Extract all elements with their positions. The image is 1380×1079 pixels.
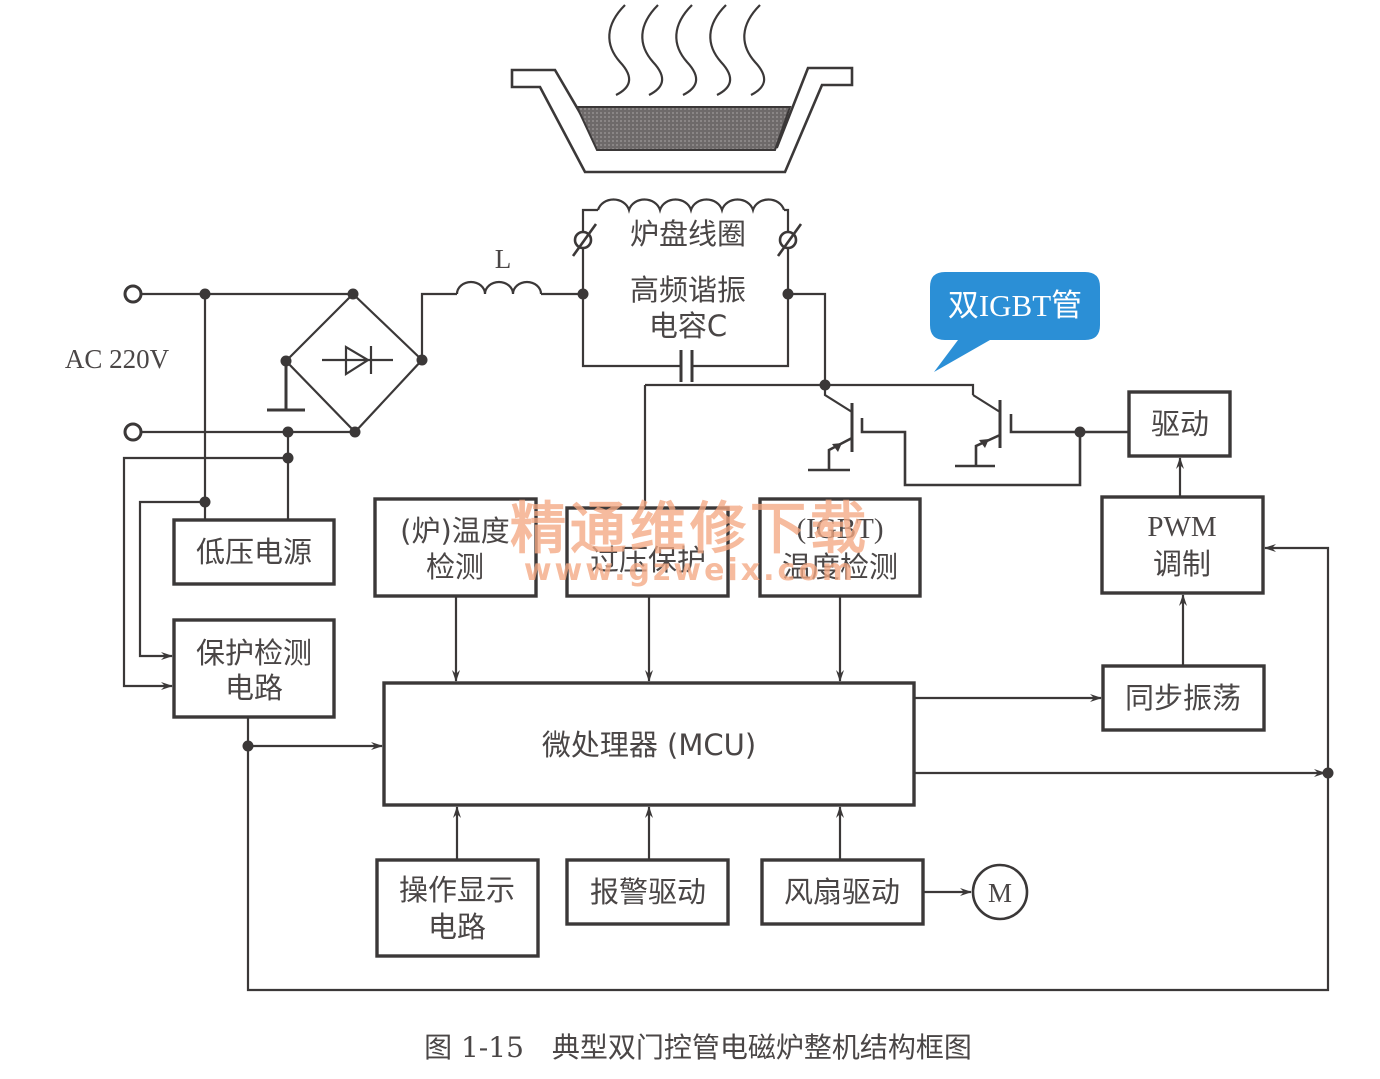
svg-text:温度检测: 温度检测 [782,550,898,584]
resonant-cap-label-2: 电容C [649,309,727,343]
svg-text:驱动: 驱动 [1151,407,1209,441]
coil-label: 炉盘线圈 [630,217,746,251]
resonant-tank: 炉盘线圈 高频谐振 电容C [571,198,803,382]
left-wiring [122,288,1330,992]
block-alarm-driver: 报警驱动 [565,858,730,926]
signal-arrows [452,457,1334,896]
svg-text:电路: 电路 [428,910,486,944]
block-igbt-temp-detect: (IGBT) 温度检测 [758,497,922,598]
svg-text:(炉)温度: (炉)温度 [400,514,510,548]
block-protection-detect: 保护检测 电路 [172,618,336,719]
block-overvoltage-protect: 过压保护 [565,506,730,598]
watermark-title: 精通维修下载 [510,497,870,562]
svg-text:PWM: PWM [1147,511,1216,543]
block-mcu: 微处理器 (MCU) [382,681,916,807]
pot-icon [510,66,854,174]
ac-terminal-bottom [123,422,143,442]
block-driver: 驱动 [1127,390,1232,458]
svg-text:报警驱动: 报警驱动 [590,875,706,909]
svg-text:同步振荡: 同步振荡 [1125,681,1241,715]
svg-text:微处理器 (MCU): 微处理器 (MCU) [542,728,756,762]
ac-input: AC 220V [65,284,355,442]
capacitor-icon [679,350,694,382]
ac-terminal-top [123,284,143,304]
resonant-cap-label-1: 高频谐振 [630,273,746,307]
svg-text:过压保护: 过压保护 [590,543,706,577]
motor-icon: M [971,863,1029,921]
block-sync-oscillator: 同步振荡 [1101,664,1266,732]
svg-text:风扇驱动: 风扇驱动 [784,875,900,909]
bridge-rectifier [267,288,428,438]
coil-terminal-right [776,223,803,257]
inductor-l: L [420,244,583,360]
block-pwm: PWM 调制 [1100,495,1265,595]
steam-icon [608,4,766,96]
block-operation-display: 操作显示 电路 [375,858,540,958]
callout-bubble [930,272,1100,372]
svg-text:低压电源: 低压电源 [196,535,312,569]
block-fan-driver: 风扇驱动 [760,858,925,926]
watermark-url: www.gzweix.com [524,553,856,588]
svg-text:(IGBT): (IGBT) [797,513,884,545]
svg-text:调制: 调制 [1153,547,1211,581]
watermark: 精通维修下载 www.gzweix.com [510,497,870,588]
svg-text:检测: 检测 [426,550,484,584]
callout-text: 双IGBT管 [948,288,1082,323]
svg-text:M: M [988,878,1012,908]
coil-terminal-left [571,223,598,257]
diode-icon [322,345,393,377]
figure-caption: 图 1-15 典型双门控管电磁炉整机结构框图 [424,1031,972,1064]
dual-igbt-callout: 双IGBT管 [930,272,1100,372]
dual-igbt [645,292,1128,487]
inductor-label: L [495,244,512,274]
block-low-voltage-supply: 低压电源 [172,518,336,586]
svg-text:电路: 电路 [225,671,283,705]
ac-source-label: AC 220V [65,344,170,374]
igbt-1-icon [808,385,1082,487]
svg-text:操作显示: 操作显示 [399,873,515,907]
igbt-2-icon [955,394,1128,468]
svg-text:保护检测: 保护检测 [196,636,312,670]
